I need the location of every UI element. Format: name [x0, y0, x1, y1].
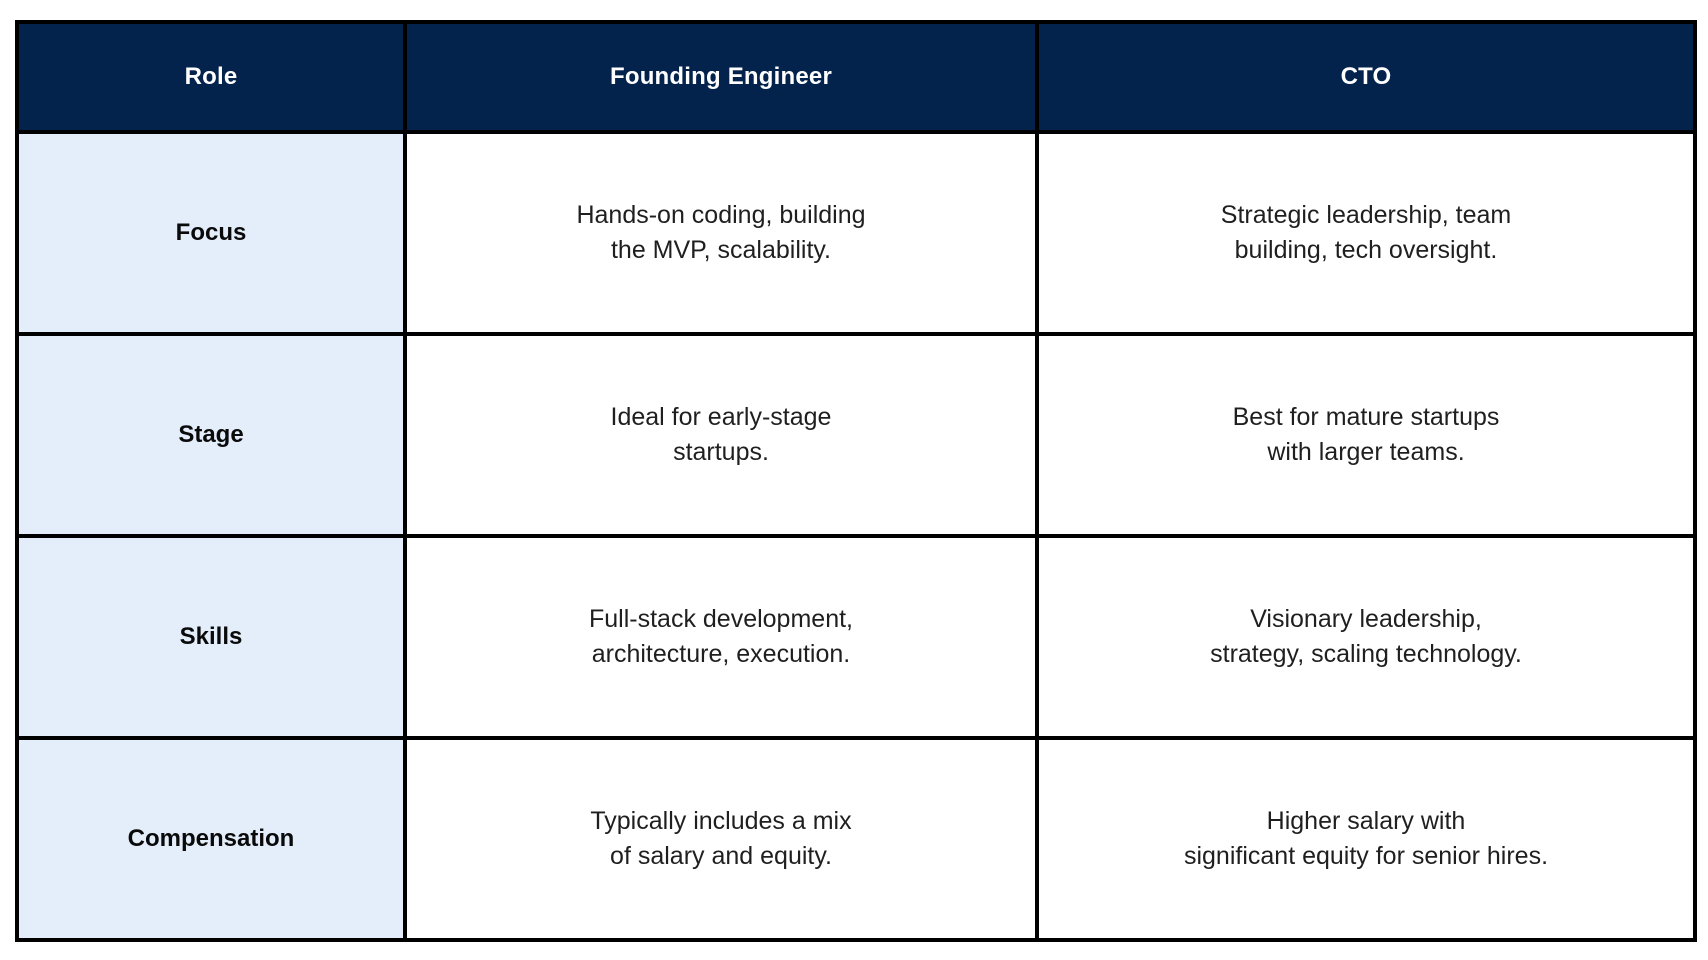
cell-stage-founding-engineer: Ideal for early-stage startups. — [403, 332, 1039, 538]
header-cell-founding-engineer: Founding Engineer — [403, 20, 1039, 134]
cell-stage-cto: Best for mature startups with larger tea… — [1035, 332, 1697, 538]
table-row-focus: Focus Hands-on coding, building the MVP,… — [15, 130, 1697, 336]
cell-focus-founding-engineer: Hands-on coding, building the MVP, scala… — [403, 130, 1039, 336]
role-comparison-table: Role Founding Engineer CTO Focus Hands-o… — [15, 20, 1697, 942]
header-cell-role: Role — [15, 20, 407, 134]
cell-skills-cto: Visionary leadership, strategy, scaling … — [1035, 534, 1697, 740]
table-row-skills: Skills Full-stack development, architect… — [15, 534, 1697, 740]
table-header-row: Role Founding Engineer CTO — [15, 20, 1697, 134]
cell-compensation-cto: Higher salary with significant equity fo… — [1035, 736, 1697, 942]
row-label-compensation: Compensation — [15, 736, 407, 942]
comparison-table-container: Role Founding Engineer CTO Focus Hands-o… — [15, 20, 1697, 942]
cell-skills-founding-engineer: Full-stack development, architecture, ex… — [403, 534, 1039, 740]
row-label-stage: Stage — [15, 332, 407, 538]
cell-focus-cto: Strategic leadership, team building, tec… — [1035, 130, 1697, 336]
row-label-focus: Focus — [15, 130, 407, 336]
row-label-skills: Skills — [15, 534, 407, 740]
header-cell-cto: CTO — [1035, 20, 1697, 134]
cell-compensation-founding-engineer: Typically includes a mix of salary and e… — [403, 736, 1039, 942]
table-row-compensation: Compensation Typically includes a mix of… — [15, 736, 1697, 942]
table-row-stage: Stage Ideal for early-stage startups. Be… — [15, 332, 1697, 538]
